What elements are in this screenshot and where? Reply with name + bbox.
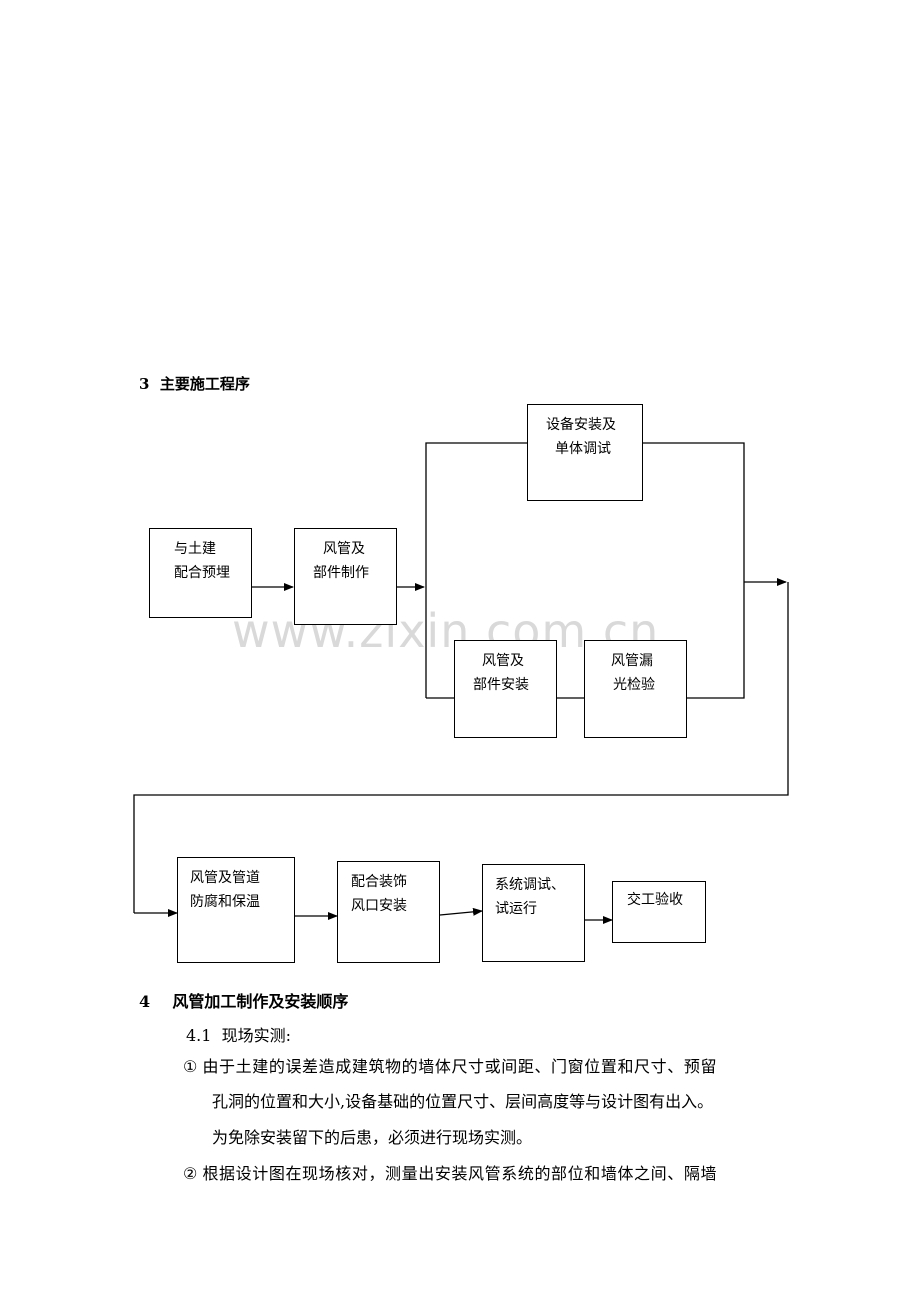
node-fengguan-zhizuo: 风管及 部件制作 <box>294 528 397 625</box>
node-fengguan-anzhuang: 风管及 部件安装 <box>454 640 557 738</box>
node-line: 风管漏 <box>611 653 653 669</box>
node-line: 光检验 <box>613 677 655 693</box>
branch-upper-left <box>425 442 527 698</box>
section-3-number: 3 <box>139 375 150 393</box>
item-marker: ① <box>183 1057 198 1076</box>
node-line: 部件安装 <box>473 677 529 693</box>
node-louguang-jianyan: 风管漏 光检验 <box>584 640 687 738</box>
item-2-line-1: ② 根据设计图在现场核对，测量出安装风管系统的部位和墙体之间、隔墙 <box>183 1160 717 1184</box>
node-line: 部件制作 <box>313 565 369 581</box>
node-zhuangshi-fengkou: 配合装饰 风口安装 <box>337 861 440 963</box>
node-line: 试运行 <box>495 901 537 917</box>
section-4-heading: 4 风管加工制作及安装顺序 <box>139 988 348 1012</box>
node-line: 风口安装 <box>351 898 407 914</box>
subsection-title: 现场实测: <box>221 1026 292 1045</box>
node-line: 与土建 <box>174 541 216 557</box>
node-line: 配合预埋 <box>174 565 230 581</box>
item-1-line-3: 为免除安装留下的后患，必须进行现场实测。 <box>212 1128 533 1147</box>
subsection-number: 4.1 <box>186 1026 212 1045</box>
node-tujian-peihe: 与土建 配合预埋 <box>149 528 252 618</box>
node-line: 防腐和保温 <box>190 894 260 910</box>
section-4-number: 4 <box>139 992 151 1011</box>
node-line: 设备安装及 <box>546 417 616 433</box>
section-3-heading: 3 主要施工程序 <box>139 373 250 394</box>
item-marker: ② <box>183 1164 198 1183</box>
branch-upper-right <box>642 442 745 699</box>
item-text: 根据设计图在现场核对，测量出安装风管系统的部位和墙体之间、隔墙 <box>202 1164 718 1183</box>
node-jiaogong-yanshou: 交工验收 <box>612 881 706 943</box>
node-line: 交工验收 <box>627 892 683 908</box>
return-line <box>133 582 789 913</box>
arrow-zhuangshi-to-tiaoshi <box>439 907 483 916</box>
node-line: 单体调试 <box>555 441 611 457</box>
node-line: 风管及 <box>482 653 524 669</box>
node-shebei-anzhuang: 设备安装及 单体调试 <box>527 404 643 501</box>
item-1-line-2: 孔洞的位置和大小,设备基础的位置尺寸、层间高度等与设计图有出入。 <box>212 1092 714 1111</box>
node-line: 系统调试、 <box>495 877 565 893</box>
node-line: 风管及管道 <box>190 870 260 886</box>
node-xitong-tiaoshi: 系统调试、 试运行 <box>482 864 585 962</box>
subsection-4-1: 4.1 现场实测: <box>186 1022 291 1046</box>
node-line: 风管及 <box>323 541 365 557</box>
item-1-line-1: ① 由于土建的误差造成建筑物的墙体尺寸或间距、门窗位置和尺寸、预留 <box>183 1053 717 1077</box>
section-4-title: 风管加工制作及安装顺序 <box>172 992 349 1011</box>
node-line: 配合装饰 <box>351 874 407 890</box>
node-fangfu-baowen: 风管及管道 防腐和保温 <box>177 857 295 963</box>
section-3-title: 主要施工程序 <box>159 375 250 393</box>
item-text: 由于土建的误差造成建筑物的墙体尺寸或间距、门窗位置和尺寸、预留 <box>202 1057 718 1076</box>
